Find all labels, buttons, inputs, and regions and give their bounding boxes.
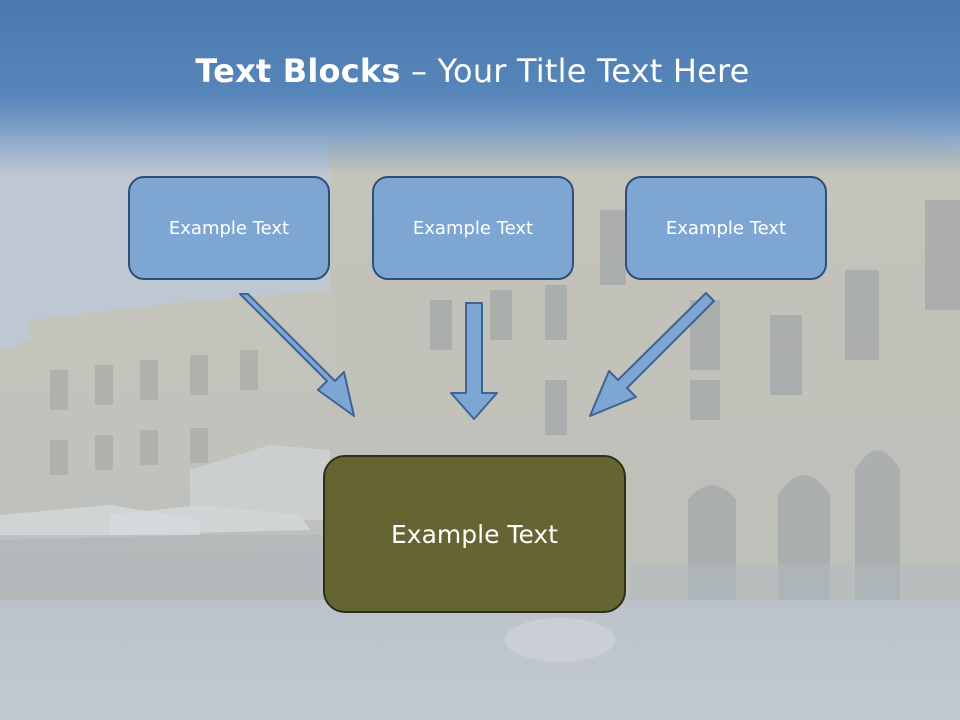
text-block-bottom[interactable]: Example Text: [323, 455, 626, 613]
slide-title[interactable]: Text Blocks – Your Title Text Here: [0, 52, 945, 90]
text-block-center-label: Example Text: [412, 217, 534, 239]
text-block-left[interactable]: Example Text: [128, 176, 330, 280]
text-block-center[interactable]: Example Text: [372, 176, 574, 280]
title-rest-part: – Your Title Text Here: [400, 52, 750, 90]
title-bold-part: Text Blocks: [195, 52, 401, 90]
text-block-right-label: Example Text: [665, 217, 787, 239]
title-band: [0, 0, 960, 175]
text-block-bottom-label: Example Text: [391, 519, 558, 549]
text-block-left-label: Example Text: [168, 217, 290, 239]
text-block-right[interactable]: Example Text: [625, 176, 827, 280]
